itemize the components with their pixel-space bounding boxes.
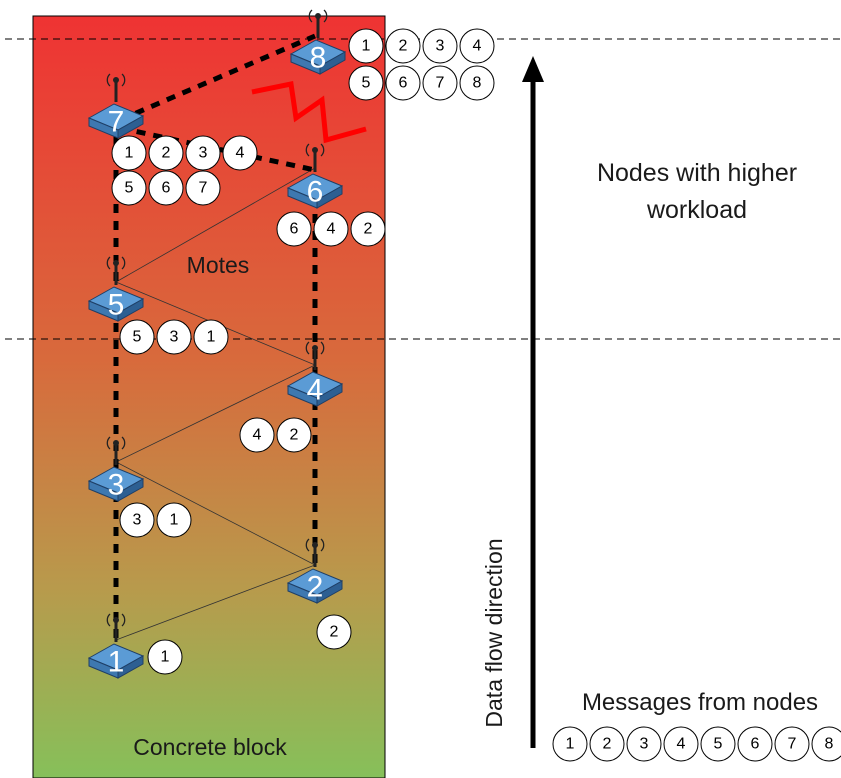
legend-bubble: 4: [663, 726, 699, 762]
data-flow-arrow-head: [522, 56, 544, 82]
message-bubble: 2: [316, 614, 352, 650]
mote-id-label: 8: [310, 42, 327, 75]
thin-links: [115, 167, 316, 641]
message-bubble: 4: [459, 28, 495, 64]
svg-text:6: 6: [399, 75, 408, 92]
mote-node-3: 3: [87, 436, 145, 502]
svg-text:5: 5: [714, 736, 723, 753]
svg-text:4: 4: [473, 38, 482, 55]
message-bubble: 3: [422, 28, 458, 64]
message-bubble: 4: [239, 417, 275, 453]
message-bubble: 7: [422, 65, 458, 101]
message-bubble: 4: [222, 135, 258, 171]
message-bubble: 5: [111, 170, 147, 206]
message-bubble: 3: [119, 502, 155, 538]
svg-text:4: 4: [253, 427, 262, 444]
svg-text:3: 3: [199, 145, 208, 162]
svg-text:1: 1: [125, 145, 134, 162]
mote-id-label: 6: [307, 176, 324, 209]
svg-text:6: 6: [290, 221, 299, 238]
jammed-link-icon: [251, 81, 367, 144]
mote-id-label: 5: [108, 289, 125, 322]
svg-text:7: 7: [436, 75, 445, 92]
svg-text:2: 2: [364, 221, 373, 238]
message-bubble: 1: [147, 639, 183, 675]
message-bubble: 4: [313, 211, 349, 247]
message-bubble: 3: [185, 135, 221, 171]
legend-bubble: 8: [811, 726, 841, 762]
message-bubble: 6: [276, 211, 312, 247]
svg-text:4: 4: [677, 736, 686, 753]
svg-text:7: 7: [788, 736, 797, 753]
svg-text:1: 1: [566, 736, 575, 753]
message-bubble: 2: [350, 211, 386, 247]
svg-text:3: 3: [436, 38, 445, 55]
svg-text:2: 2: [603, 736, 612, 753]
legend-bubble: 3: [626, 726, 662, 762]
mote-id-label: 1: [108, 646, 125, 679]
svg-text:3: 3: [640, 736, 649, 753]
svg-text:1: 1: [170, 512, 179, 529]
legend-title: Messages from nodes: [582, 689, 818, 716]
svg-text:3: 3: [133, 512, 142, 529]
svg-text:5: 5: [362, 75, 371, 92]
message-bubble: 6: [148, 170, 184, 206]
legend-bubble: 6: [737, 726, 773, 762]
message-bubble: 6: [385, 65, 421, 101]
svg-text:1: 1: [207, 329, 216, 346]
message-bubble: 2: [385, 28, 421, 64]
motes-label: Motes: [187, 252, 250, 278]
mote-node-5: 5: [87, 256, 145, 322]
svg-text:1: 1: [362, 38, 371, 55]
legend-bubble: 5: [700, 726, 736, 762]
svg-text:5: 5: [125, 180, 134, 197]
message-bubble: 1: [111, 135, 147, 171]
svg-text:8: 8: [473, 75, 482, 92]
message-bubble: 5: [119, 319, 155, 355]
svg-text:8: 8: [825, 736, 834, 753]
message-bubble: 1: [348, 28, 384, 64]
svg-text:2: 2: [330, 624, 339, 641]
svg-text:5: 5: [133, 329, 142, 346]
higher-workload-label-line2: workload: [646, 196, 747, 224]
svg-text:6: 6: [162, 180, 171, 197]
svg-text:2: 2: [162, 145, 171, 162]
concrete-block-label: Concrete block: [133, 734, 287, 760]
svg-text:2: 2: [399, 38, 408, 55]
mote-node-8: 8: [289, 9, 347, 75]
mote-node-1: 1: [87, 613, 145, 679]
mote-node-2: 2: [286, 538, 344, 604]
svg-text:7: 7: [199, 180, 208, 197]
message-bubble: 8: [459, 65, 495, 101]
message-bubble: 5: [348, 65, 384, 101]
message-bubble: 2: [276, 417, 312, 453]
mote-node-7: 7: [87, 73, 145, 139]
mote-id-label: 4: [307, 374, 324, 407]
message-bubble: 1: [193, 319, 229, 355]
higher-workload-label-line1: Nodes with higher: [597, 159, 797, 187]
mote-id-label: 3: [108, 469, 125, 502]
mote-node-6: 6: [286, 143, 344, 209]
data-flow-label: Data flow direction: [481, 538, 507, 727]
svg-text:4: 4: [327, 221, 336, 238]
svg-text:6: 6: [751, 736, 760, 753]
legend-bubble: 2: [589, 726, 625, 762]
mote-node-4: 4: [286, 341, 344, 407]
legend-bubble: 7: [774, 726, 810, 762]
message-bubble: 7: [185, 170, 221, 206]
mote-id-label: 7: [108, 106, 125, 139]
svg-text:3: 3: [170, 329, 179, 346]
svg-text:2: 2: [290, 427, 299, 444]
message-bubble: 3: [156, 319, 192, 355]
svg-text:1: 1: [161, 649, 170, 666]
message-bubble: 2: [148, 135, 184, 171]
mote-id-label: 2: [307, 571, 324, 604]
message-bubble: 1: [156, 502, 192, 538]
svg-text:4: 4: [236, 145, 245, 162]
legend-bubble: 1: [552, 726, 588, 762]
